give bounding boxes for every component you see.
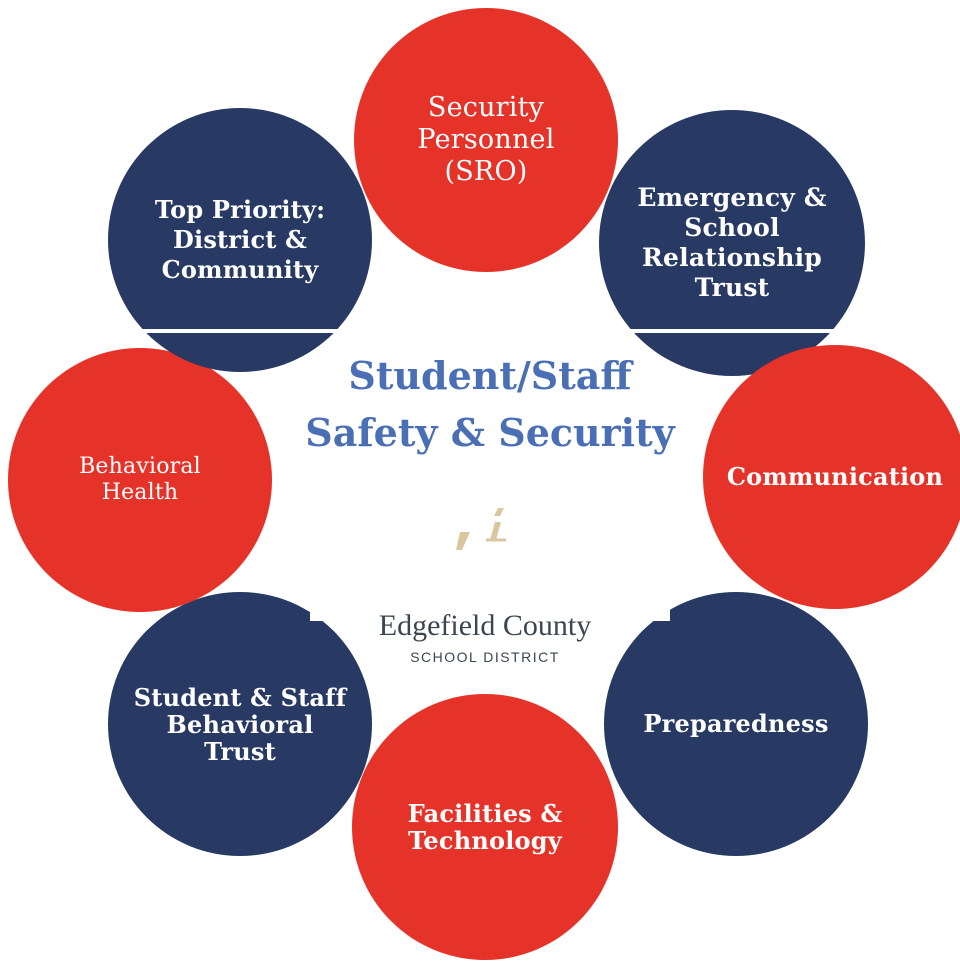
node-label: Preparedness xyxy=(643,709,829,738)
node-label: Behavioral Health xyxy=(79,454,201,505)
district-name: Edgefield County xyxy=(378,609,592,642)
node-top-priority: Top Priority: District & Community xyxy=(108,108,372,372)
node-label: Facilities & Technology xyxy=(407,799,563,855)
node-emergency-school-relationship: Emergency & School Relationship Trust xyxy=(599,110,865,376)
node-preparedness: Preparedness xyxy=(604,592,868,856)
node-facilities-technology: Facilities & Technology xyxy=(352,694,618,960)
district-logo-icon xyxy=(456,508,506,550)
node-behavioral-health: Behavioral Health xyxy=(8,348,272,612)
node-label: Emergency & School Relationship Trust xyxy=(637,183,827,302)
center-title: Student/Staff Safety & Security xyxy=(300,350,680,464)
node-communication: Communication xyxy=(703,345,960,609)
node-security-personnel: Security Personnel (SRO) xyxy=(354,8,618,272)
district-subtitle: SCHOOL DISTRICT xyxy=(410,649,560,665)
divider xyxy=(100,329,340,333)
node-label: Student & Staff Behavioral Trust xyxy=(133,682,347,766)
center-title-line2: Safety & Security xyxy=(305,410,675,455)
node-label: Communication xyxy=(726,462,944,491)
node-label: Security Personnel (SRO) xyxy=(417,92,555,187)
node-student-staff-behavioral-trust: Student & Staff Behavioral Trust xyxy=(108,592,372,856)
node-label: Top Priority: District & Community xyxy=(154,195,326,284)
divider xyxy=(630,329,870,333)
center-title-line1: Student/Staff xyxy=(348,353,632,398)
divider xyxy=(310,601,380,621)
divider xyxy=(600,601,670,621)
